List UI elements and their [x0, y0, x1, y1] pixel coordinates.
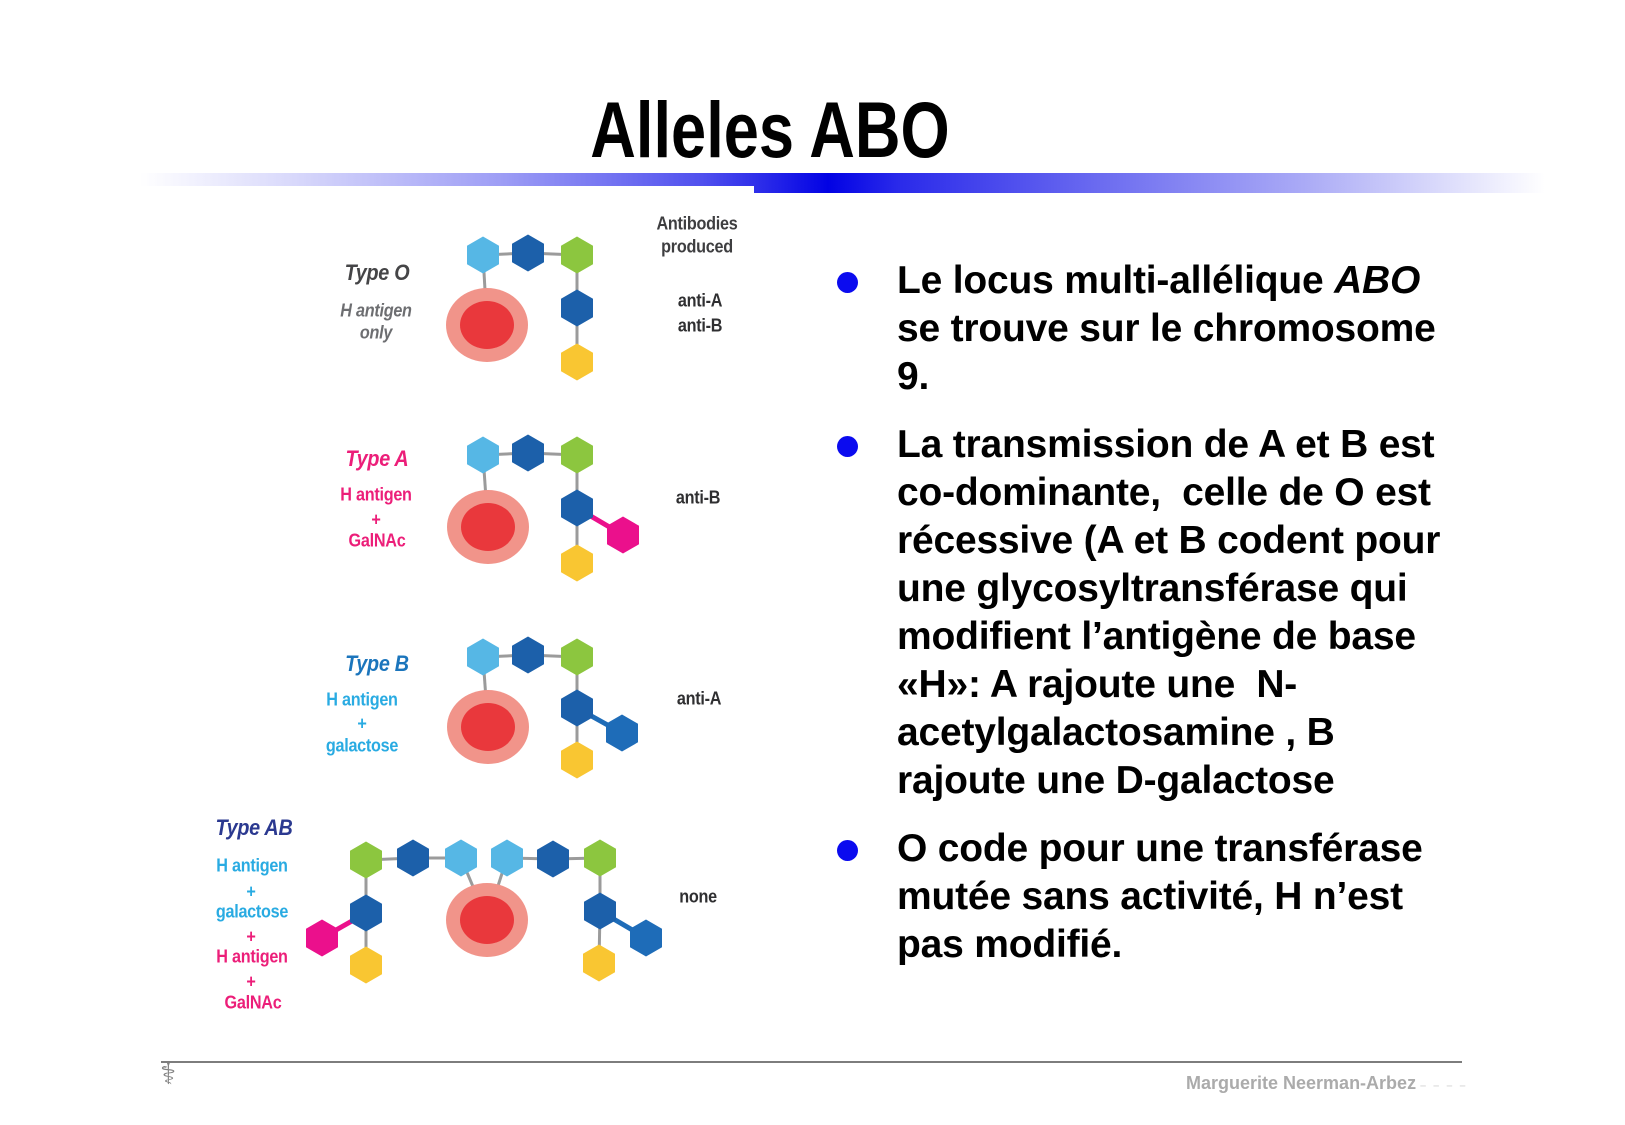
type-o-sub1: H antigen [340, 300, 412, 321]
footer-author: Marguerite Neerman-Arbez [1186, 1073, 1417, 1093]
sugar-hex-yellow [561, 343, 593, 381]
type-ab-title: Type AB [215, 815, 293, 840]
antibodies-header-line1: Antibodies [656, 213, 738, 234]
type-ab-antibody: none [679, 886, 717, 907]
sugar-hex-yellow [561, 544, 593, 582]
type-b-sub2: + [357, 713, 367, 734]
sugar-hex-darkblue [561, 289, 593, 327]
title-divider-notch [140, 186, 754, 193]
sugar-hex-darkblue [584, 892, 616, 930]
red-blood-cell-core [461, 503, 515, 551]
type-b-title: Type B [345, 651, 409, 676]
medical-staff-icon: ⚕ [160, 1057, 177, 1092]
footer-placeholder-marks: – – – – [1420, 1080, 1468, 1092]
sugar-hex-green [561, 436, 593, 474]
sugar-hex-blue [630, 919, 662, 957]
bullet-dot [837, 840, 858, 861]
sugar-hex-lightblue [467, 236, 499, 274]
sugar-hex-darkblue [561, 689, 593, 727]
page-title: Alleles ABO [590, 85, 950, 174]
type-ab-sub5: H antigen [216, 946, 288, 967]
sugar-hex-darkblue [512, 434, 544, 472]
title-divider-bar [140, 173, 1545, 193]
type-o-title: Type O [344, 260, 410, 285]
sugar-hex-green [561, 236, 593, 274]
type-o-sub2: only [359, 322, 393, 343]
sugar-hex-green [350, 841, 382, 879]
red-blood-cell-core [460, 896, 514, 944]
type-ab-sub7: GalNAc [224, 992, 282, 1013]
sugar-hex-lightblue [491, 839, 523, 877]
type-ab-sub1: H antigen [216, 855, 288, 876]
sugar-hex-darkblue [397, 839, 429, 877]
sugar-hex-green [561, 638, 593, 676]
sugar-hex-darkblue [512, 636, 544, 674]
antibodies-header-line2: produced [661, 236, 733, 257]
sugar-hex-lightblue [445, 839, 477, 877]
sugar-hex-darkblue [537, 840, 569, 878]
sugar-hex-yellow [350, 946, 382, 984]
type-a-title: Type A [345, 446, 409, 471]
type-b-sub1: H antigen [326, 689, 398, 710]
type-o-antibody1: anti-A [677, 290, 723, 311]
type-ab-sub4: + [246, 926, 256, 947]
sugar-hex-darkblue [512, 234, 544, 272]
sugar-hex-lightblue [467, 436, 499, 474]
type-a-antibody: anti-B [675, 487, 721, 508]
red-blood-cell-core [460, 301, 514, 349]
bullet-dot [837, 272, 858, 293]
sugar-hex-yellow [561, 741, 593, 779]
footer-divider [161, 1061, 1462, 1063]
sugar-hex-magenta [306, 919, 338, 957]
sugar-hex-darkblue [350, 894, 382, 932]
sugar-hex-magenta [607, 516, 639, 554]
sugar-hex-green [584, 839, 616, 877]
type-ab-sub2: + [246, 881, 256, 902]
type-ab-sub6: + [246, 971, 256, 992]
type-ab-sub3: galactose [215, 901, 289, 922]
sugar-hex-lightblue [467, 638, 499, 676]
sugar-hex-blue [606, 714, 638, 752]
bullet-dot [837, 436, 858, 457]
type-a-sub3: GalNAc [348, 530, 406, 551]
type-a-sub1: H antigen [340, 484, 412, 505]
sugar-hex-darkblue [561, 489, 593, 527]
sugar-hex-yellow [583, 944, 615, 982]
red-blood-cell-core [461, 703, 515, 751]
type-o-antibody2: anti-B [677, 315, 723, 336]
type-b-antibody: anti-A [676, 688, 722, 709]
type-b-sub3: galactose [325, 735, 399, 756]
type-a-sub2: + [371, 509, 381, 530]
